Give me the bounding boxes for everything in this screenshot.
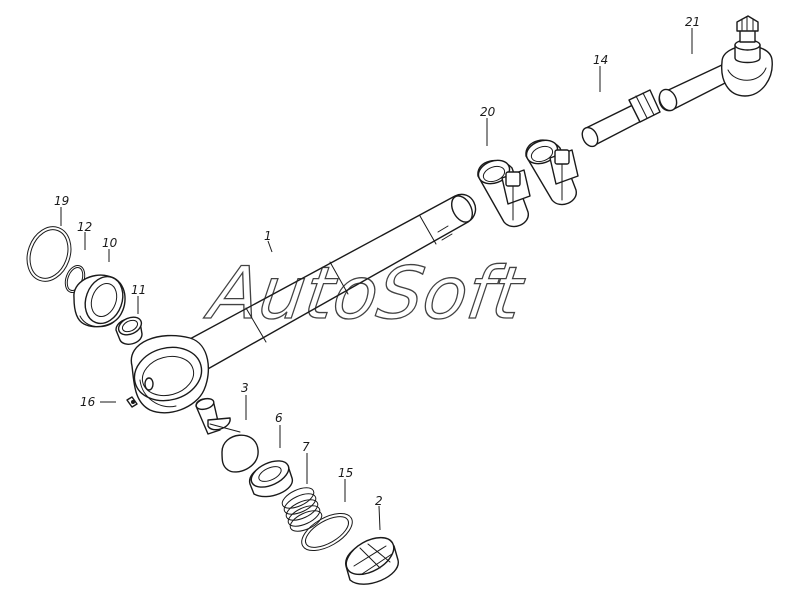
callout-7: 7 [302,440,310,454]
callout-20: 20 [480,105,496,119]
part-2-plug [345,536,399,585]
part-10-seal-cup [73,274,126,328]
part-20-clamp-left [477,159,531,228]
callout-21: 21 [685,15,700,29]
part-11-bushing [115,316,143,345]
part-6-liner [249,460,293,498]
callout-3: 3 [241,381,249,395]
part-1-tie-rod-tube [130,193,477,414]
callout-19: 19 [54,194,69,208]
leader-lines [60,28,693,531]
callout-6: 6 [275,411,283,425]
callout-numbers: 1 2 3 6 7 10 11 12 14 15 16 19 20 21 [54,15,700,508]
callout-2: 2 [375,494,383,508]
part-19-o-ring [26,226,72,282]
part-14-bolt [581,89,661,148]
part-15-gasket [301,512,353,552]
callout-15: 15 [338,466,353,480]
part-3-ball-pin [195,397,259,473]
callout-16: 16 [80,395,96,409]
callout-12: 12 [77,220,92,234]
part-21-tie-rod-end [658,15,773,112]
callout-14: 14 [593,53,608,67]
callout-11: 11 [131,283,146,297]
watermark-logo: AutoSoft [201,252,530,336]
callout-10: 10 [102,236,118,250]
callout-1: 1 [264,229,272,243]
part-7-spring [281,487,323,532]
part-20-clamp-right [525,139,579,206]
part-16-grease-fitting [126,396,138,408]
